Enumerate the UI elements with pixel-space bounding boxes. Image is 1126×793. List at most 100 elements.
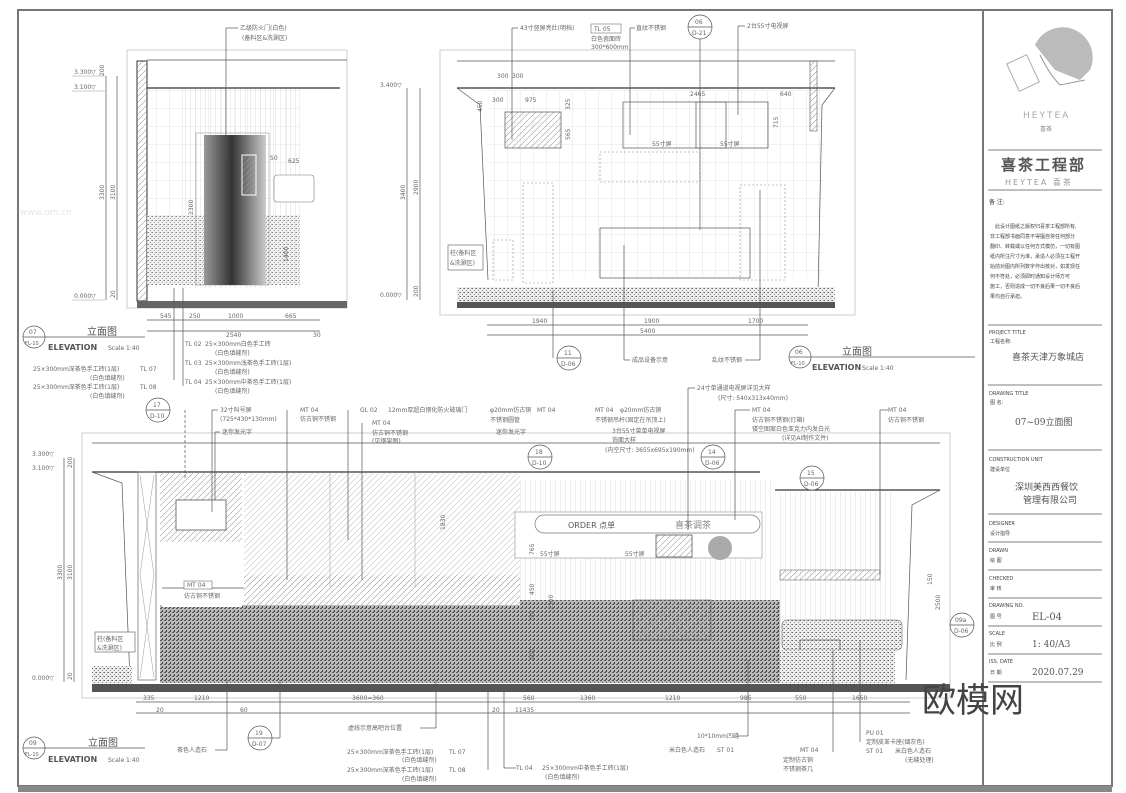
menu-board-outline xyxy=(599,151,701,183)
view-title-cn: 立面图 xyxy=(842,345,872,358)
note-sub: (白色填缝剂) xyxy=(215,368,250,376)
note-code: ST 01 xyxy=(866,748,883,755)
door-label-sub: (备料区&洗涮区) xyxy=(242,34,287,42)
note-steel: 直纹不锈钢 xyxy=(636,24,666,32)
drawing-title-cn: 图 名: xyxy=(990,399,1004,406)
note-text: 25×300mm深茶色手工砖(1层) xyxy=(33,365,119,373)
hdim: 1210 xyxy=(665,695,680,702)
note-code: TL 04 xyxy=(184,379,202,386)
date-cn: 日 期 xyxy=(990,670,1002,676)
screen-43 xyxy=(504,111,562,149)
vdim: 2300 xyxy=(188,200,195,215)
callout-sheet: D-10 xyxy=(150,413,165,420)
level-0000: 0.000▽ xyxy=(74,293,96,300)
hdim: 1000 xyxy=(228,313,243,320)
department-name: 喜茶工程部 xyxy=(1001,156,1086,174)
callout-19: 19 D-07 xyxy=(247,680,281,751)
view-title-en: ELEVATION xyxy=(48,755,97,764)
base-tile xyxy=(457,287,835,302)
note: 镂空图案白色亚克力内发白光 xyxy=(752,425,830,433)
callout-number: 18 xyxy=(535,449,543,456)
note: 25×300mm深茶色手工砖(1层) xyxy=(347,766,433,774)
tv-screen-label: 55寸屏 xyxy=(720,140,740,148)
note: 仿古铜不锈钢 xyxy=(888,416,924,424)
vdim: 3300 xyxy=(57,565,64,580)
note: (详见AI制作文件) xyxy=(782,434,829,442)
note-mt04-panel: MT 04 仿古铜不锈钢 xyxy=(162,580,244,607)
callout-number: 15 xyxy=(807,470,815,477)
fire-door xyxy=(204,135,266,285)
material-notes-left: 25×300mm深茶色手工砖(1层) TL 07 (白色填缝剂) 25×300m… xyxy=(33,288,175,400)
project-name: 喜茶天津万象城店 xyxy=(1012,351,1084,363)
vdim: 450 xyxy=(477,100,484,112)
note: (内空尺寸: 3655x695x190mm) xyxy=(605,446,695,454)
material-notes-right: TL 02 25×300mm白色手工砖 (白色填缝剂) TL 03 25×300… xyxy=(182,288,291,395)
note-text: 白色瓷面砖 xyxy=(591,35,621,43)
vdim: 200 xyxy=(67,456,74,468)
remarks-line: 何不符处，必须即时通知设计师方可 xyxy=(990,273,1070,280)
callout-09a: 09a D-06 xyxy=(949,612,975,638)
note: 饰面大样 xyxy=(612,436,636,444)
callout-sheet: D-21 xyxy=(692,30,707,37)
vdim: 3400 xyxy=(400,185,407,200)
level-3100: 3.100▽ xyxy=(32,465,54,472)
callout-number: 17 xyxy=(153,402,161,409)
note: 定制仿古铜 xyxy=(783,756,813,764)
drawing-no-cn: 图 号 xyxy=(990,614,1002,620)
note: (见钢架图) xyxy=(372,437,401,445)
vdim: 2300 xyxy=(548,595,555,610)
heytea-logo: HEYTEA 喜茶 xyxy=(1006,27,1093,133)
hdim: 3600=360 xyxy=(352,695,384,702)
note-screen43: 43寸竖屏亮灶(明档) xyxy=(520,24,574,32)
note-text: 25×300mm中茶色手工砖(1层) xyxy=(205,378,291,386)
vdim: 150 xyxy=(927,573,934,585)
note-code: MT 04 xyxy=(537,407,556,414)
vdim: 325 xyxy=(565,98,572,110)
callout-sheet: D-06 xyxy=(954,628,969,635)
vdim: 565 xyxy=(565,128,572,140)
note: 不锈钢茶几 xyxy=(783,765,813,773)
note: (白色填缝剂) xyxy=(545,773,580,781)
level-3300: 3.300▽ xyxy=(32,451,54,458)
view-title-cn: 立面图 xyxy=(88,736,118,749)
bottom-bar xyxy=(18,786,1112,792)
note: (无缝处理) xyxy=(905,756,934,764)
view-title-en: ELEVATION xyxy=(48,343,97,352)
drawing-title-en: DRAWING TITLE xyxy=(989,391,1028,397)
vdim: 3100 xyxy=(67,565,74,580)
note: 10*10mm凹缝 xyxy=(697,732,739,740)
view-ref-number: 09 xyxy=(29,740,37,747)
hdim: 665 xyxy=(285,313,297,320)
vdim: 50 xyxy=(270,155,278,162)
callout-number: 09a xyxy=(955,617,967,624)
column-label: 柱(备料区 xyxy=(450,249,476,257)
note-code: TL 05 xyxy=(593,26,611,33)
hdim: 1900 xyxy=(644,318,659,325)
view-ref-sheet: FL-10 xyxy=(25,341,39,347)
title-block: HEYTEA 喜茶 喜茶工程部 HEYTEA 喜茶 备 注: 此设计图纸之版权归… xyxy=(988,27,1102,683)
note: (白色填缝剂) xyxy=(402,775,437,783)
level-3300: 3.300▽ xyxy=(74,69,96,76)
note-sub: (白色填缝剂) xyxy=(90,374,125,382)
issue-date: 2020.07.29 xyxy=(1032,668,1084,678)
hdim: 60 xyxy=(240,707,248,714)
note-code: PU 01 xyxy=(866,730,884,737)
view-title-cn: 立面图 xyxy=(87,325,117,338)
level-0000: 0.000▽ xyxy=(32,675,54,682)
note-code: TL 04 xyxy=(515,765,533,772)
remarks-label: 备 注: xyxy=(989,198,1005,206)
screen-24 xyxy=(655,534,693,558)
callout-number: 19 xyxy=(255,730,263,737)
hdim: 640 xyxy=(780,91,792,98)
construction-unit-en: CONSTRUCTION UNIT xyxy=(989,457,1044,463)
note-text: 25×300mm浅茶色手工砖(1层) xyxy=(205,359,291,367)
note: 25×300mm中茶色手工砖(1层) xyxy=(542,764,628,772)
checked-en: CHECKED xyxy=(989,576,1013,582)
elevation-07: 乙级防火门(白色) (备料区&洗涮区) 3.300▽ 3.100▽ 0.000▽… xyxy=(22,24,348,400)
door-label: 乙级防火门(白色) xyxy=(240,24,287,32)
callout-number: 06 xyxy=(695,19,703,26)
view-scale: Scale 1:40 xyxy=(108,345,140,352)
notes-bottom: 茶色人造石 虚线示意高吧台位置 25×300mm深茶色手工砖(1层) TL 07… xyxy=(177,640,934,783)
watermark-logo: 欧模网 xyxy=(922,681,1024,721)
vdim: 3100 xyxy=(110,185,117,200)
